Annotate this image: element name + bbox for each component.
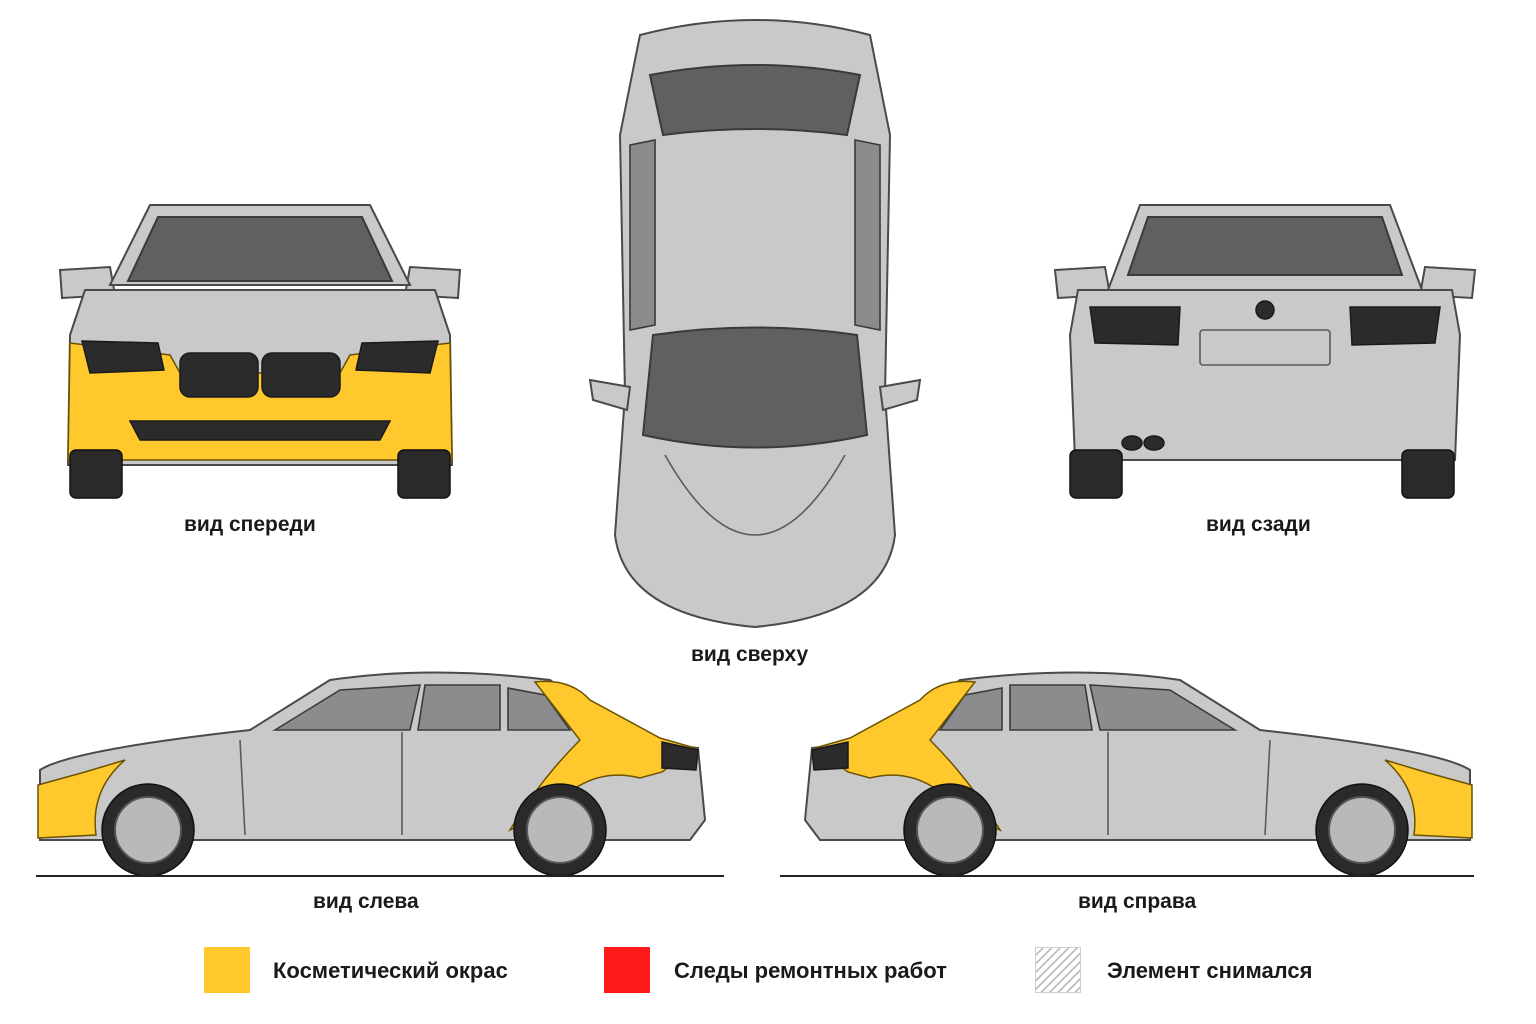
left-quarter-window (507, 687, 572, 731)
right-rear-window (1009, 684, 1093, 731)
right-side-windows (854, 139, 881, 331)
right-view-caption: вид справа (1078, 890, 1197, 913)
top-right-mirror (878, 378, 922, 412)
legend-label-element-removed: Элемент снимался (1107, 958, 1313, 983)
legend-swatch-element-removed (1035, 947, 1081, 993)
left-taillight (661, 741, 699, 771)
right-door-line-front (1264, 739, 1271, 836)
front-car-drawing (58, 204, 462, 499)
left-front-window (272, 684, 422, 731)
front-view: вид спереди (40, 195, 480, 536)
top-left-mirror (588, 378, 632, 412)
legend-label-cosmetic-paint: Косметический окрас (273, 958, 508, 983)
hood-line (664, 454, 846, 536)
left-door-line-front (239, 739, 246, 836)
top-view-caption: вид сверху (691, 643, 809, 666)
exhaust-left (1121, 435, 1143, 451)
legend-label-repair-traces: Следы ремонтных работ (674, 958, 947, 983)
left-view-caption: вид слева (313, 890, 419, 913)
top-view: вид сверху (585, 15, 925, 666)
left-ground-line (36, 875, 724, 877)
top-windshield (641, 326, 869, 449)
right-headlight (355, 340, 439, 374)
left-view: вид слева (30, 660, 730, 920)
right-front-rim (1328, 796, 1396, 864)
right-rear-rim (916, 796, 984, 864)
left-rear-window (417, 684, 501, 731)
left-front-rim (114, 796, 182, 864)
grille-right (261, 352, 341, 398)
front-view-caption: вид спереди (184, 513, 316, 536)
lower-intake (128, 420, 392, 441)
grille-left (179, 352, 259, 398)
left-car-drawing (37, 671, 707, 877)
exhaust-right (1143, 435, 1165, 451)
front-right-tire (397, 449, 451, 499)
rear-car-drawing (1053, 204, 1477, 499)
left-headlight (81, 340, 165, 374)
rear-window (648, 64, 862, 137)
left-side-windows (629, 139, 656, 331)
windshield (126, 216, 394, 282)
rear-window (1126, 216, 1404, 276)
left-rear-rim (526, 796, 594, 864)
top-car-drawing (588, 19, 922, 629)
right-quarter-window (938, 687, 1003, 731)
legend-swatch-cosmetic-paint (204, 947, 250, 993)
left-front-fender (37, 759, 126, 839)
top-body (613, 19, 897, 629)
right-front-window (1088, 684, 1238, 731)
right-taillight (811, 741, 849, 771)
license-plate-area (1199, 329, 1331, 366)
left-taillight (1089, 306, 1181, 346)
rear-view: вид сзади (1050, 195, 1480, 536)
legend-swatch-repair-traces (604, 947, 650, 993)
rear-view-caption: вид сзади (1206, 513, 1311, 536)
right-car-drawing (803, 671, 1473, 877)
rear-left-tire (1069, 449, 1123, 499)
front-left-tire (69, 449, 123, 499)
right-view: вид справа (780, 660, 1480, 920)
rear-badge (1255, 300, 1275, 320)
right-front-fender (1384, 759, 1473, 839)
rear-right-tire (1401, 449, 1455, 499)
right-taillight (1349, 306, 1441, 346)
right-ground-line (780, 875, 1474, 877)
